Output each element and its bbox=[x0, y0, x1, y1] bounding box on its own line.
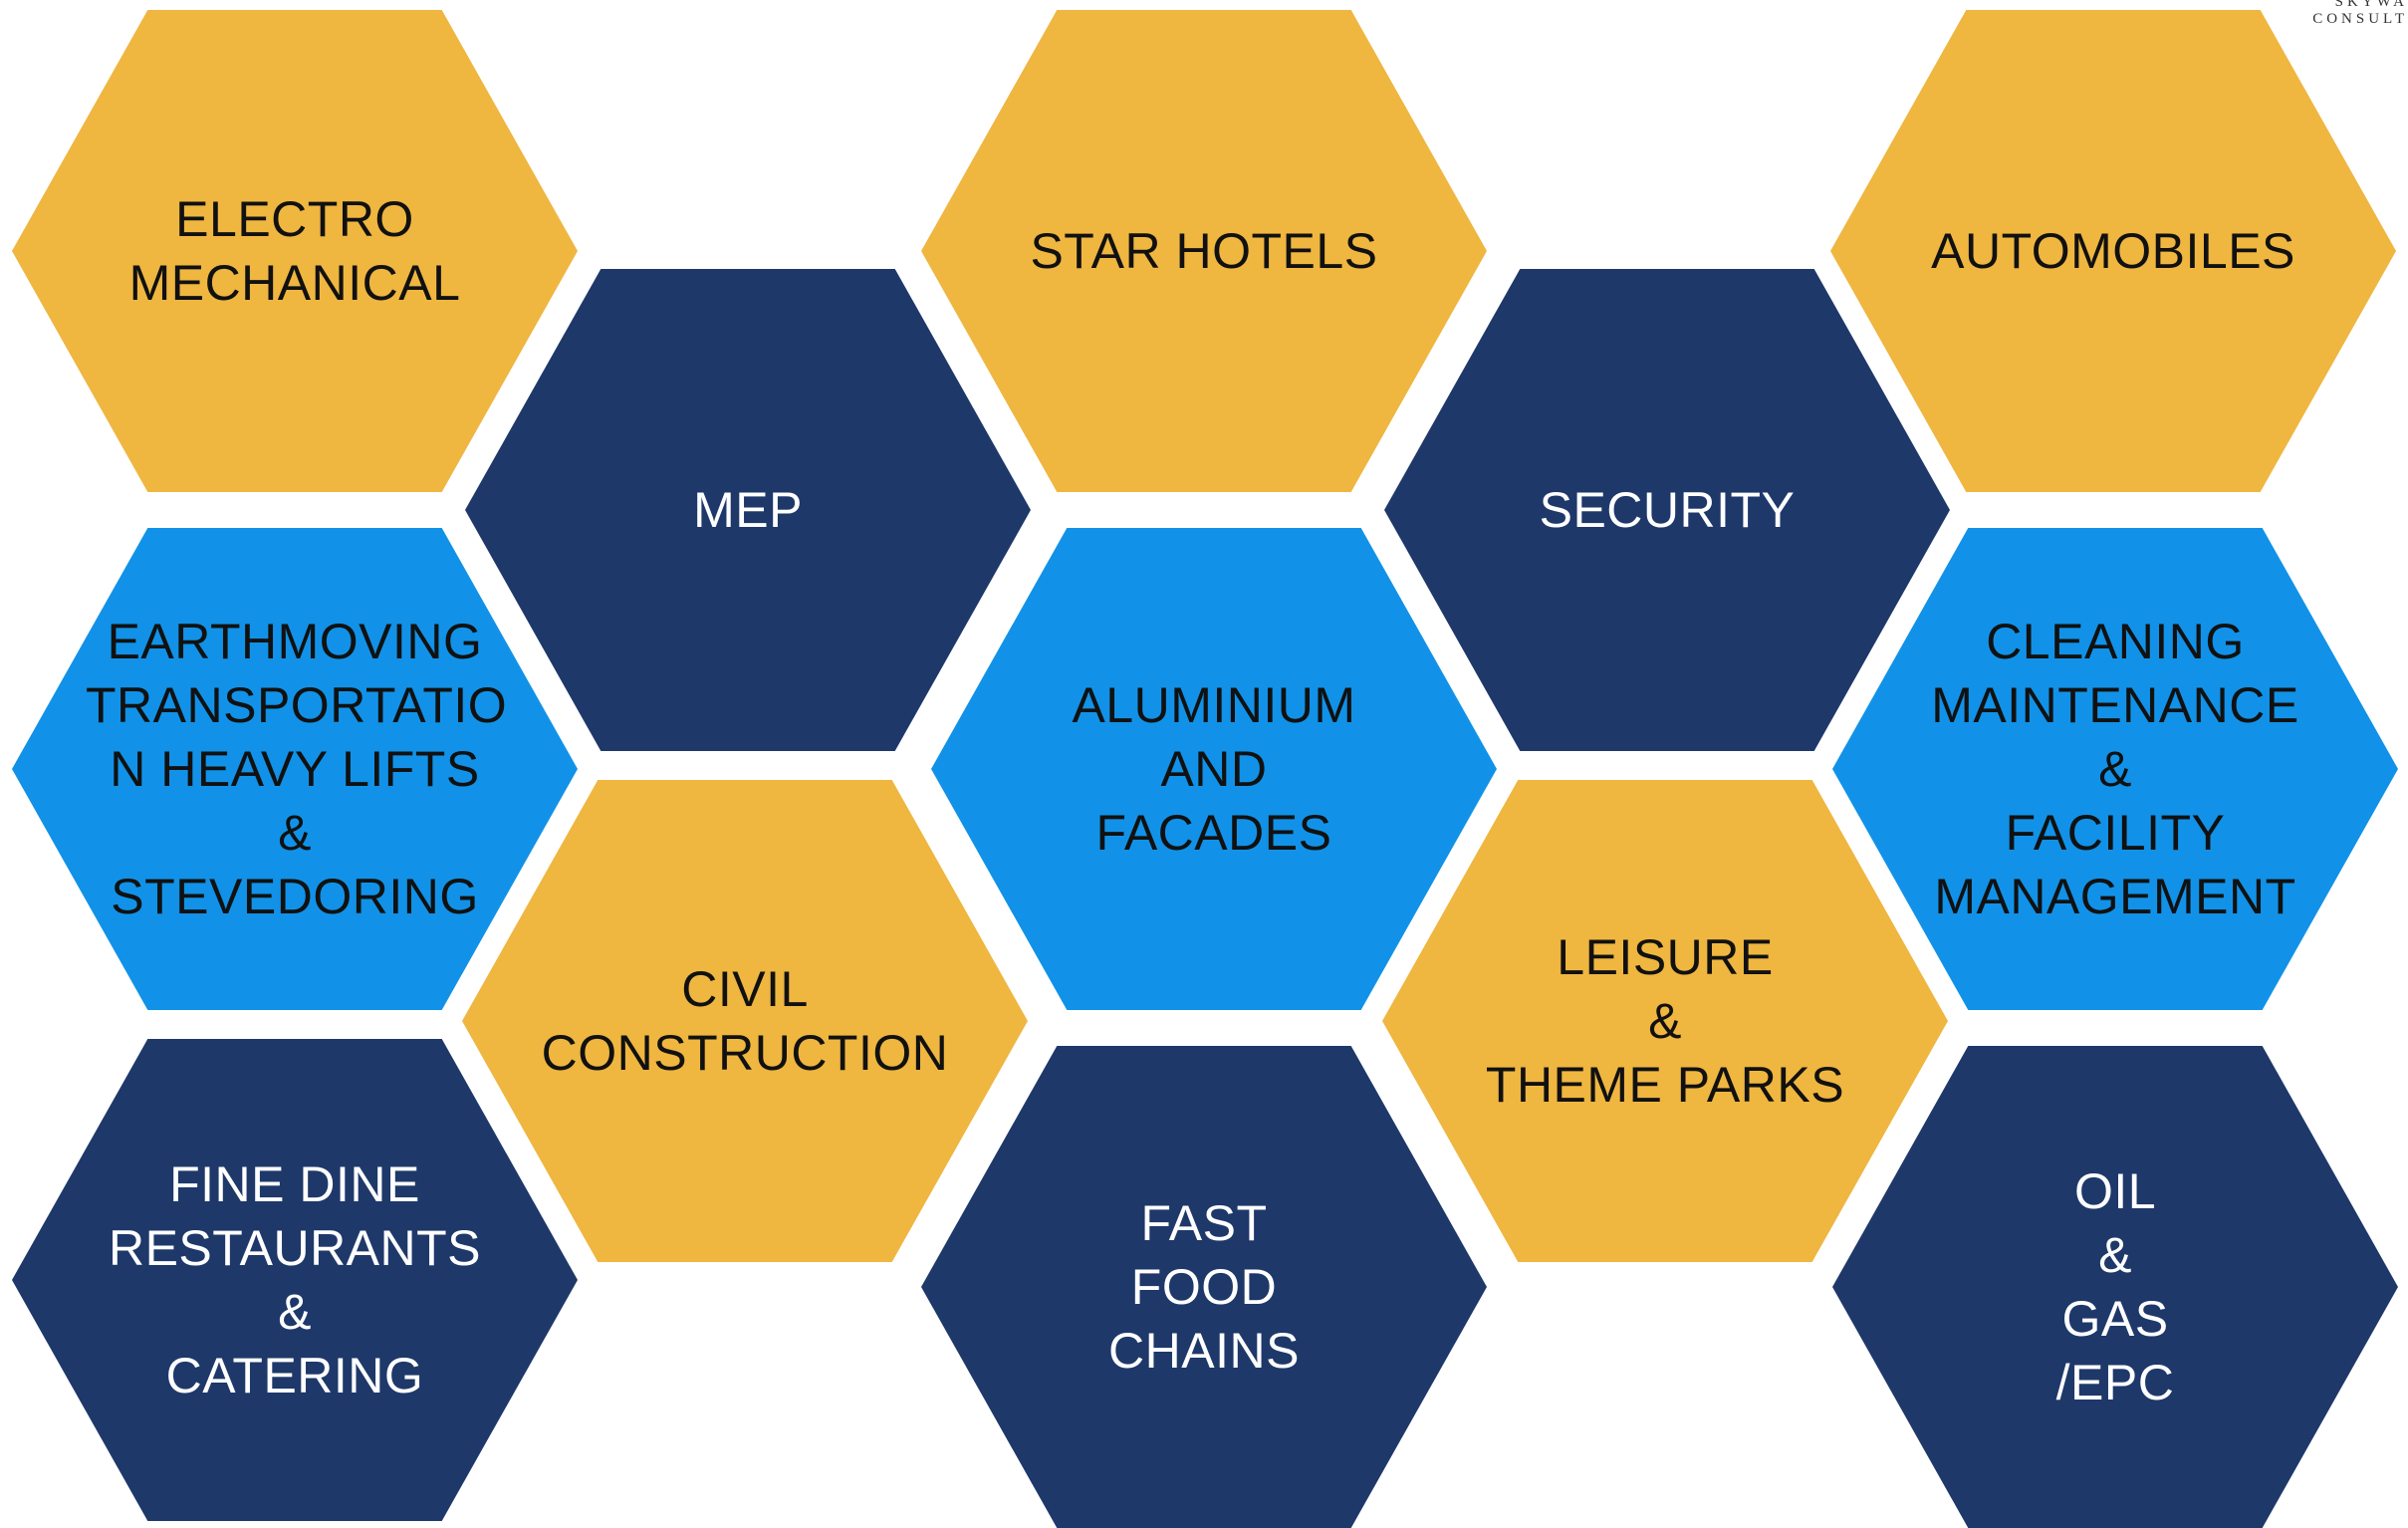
hex-civil-construction: CIVIL CONSTRUCTION bbox=[462, 780, 1028, 1262]
hex-label: EARTHMOVING TRANSPORTATIO N HEAVY LIFTS … bbox=[86, 614, 508, 924]
hex-label: LEISURE & THEME PARKS bbox=[1485, 929, 1845, 1113]
hex-cleaning: CLEANING MAINTENANCE & FACILITY MANAGEME… bbox=[1832, 528, 2398, 1010]
hex-label: CIVIL CONSTRUCTION bbox=[541, 961, 949, 1081]
hex-label: MEP bbox=[693, 482, 803, 538]
hex-label: SECURITY bbox=[1539, 482, 1796, 538]
logo-line-1: SKYWA bbox=[2334, 0, 2408, 10]
hex-security: SECURITY bbox=[1384, 269, 1950, 751]
hex-label: STAR HOTELS bbox=[1030, 223, 1378, 279]
hex-label: FINE DINE RESTAURANTS & CATERING bbox=[108, 1156, 482, 1403]
hex-aluminium: ALUMINIUM AND FACADES bbox=[931, 528, 1497, 1010]
hex-oil-gas: OIL & GAS /EPC bbox=[1832, 1046, 2398, 1528]
hex-electro-mechanical: ELECTRO MECHANICAL bbox=[12, 10, 578, 492]
hex-label: ELECTRO MECHANICAL bbox=[128, 191, 461, 311]
hex-label: FAST FOOD CHAINS bbox=[1108, 1195, 1300, 1379]
hex-fine-dine: FINE DINE RESTAURANTS & CATERING bbox=[12, 1039, 578, 1521]
hex-label: OIL & GAS /EPC bbox=[2055, 1163, 2175, 1410]
hex-leisure: LEISURE & THEME PARKS bbox=[1382, 780, 1948, 1262]
logo-line-2: CONSULT bbox=[2312, 11, 2408, 27]
hex-label: CLEANING MAINTENANCE & FACILITY MANAGEME… bbox=[1931, 614, 2299, 924]
hex-mep: MEP bbox=[465, 269, 1031, 751]
hex-automobiles: AUTOMOBILES bbox=[1830, 10, 2396, 492]
skyway-logo: SKYWA CONSULT bbox=[2308, 0, 2408, 28]
hex-label: ALUMINIUM AND FACADES bbox=[1072, 677, 1356, 861]
hex-earthmoving: EARTHMOVING TRANSPORTATIO N HEAVY LIFTS … bbox=[12, 528, 578, 1010]
hex-fast-food: FAST FOOD CHAINS bbox=[921, 1046, 1487, 1528]
hex-star-hotels: STAR HOTELS bbox=[921, 10, 1487, 492]
hex-label: AUTOMOBILES bbox=[1931, 223, 2295, 279]
